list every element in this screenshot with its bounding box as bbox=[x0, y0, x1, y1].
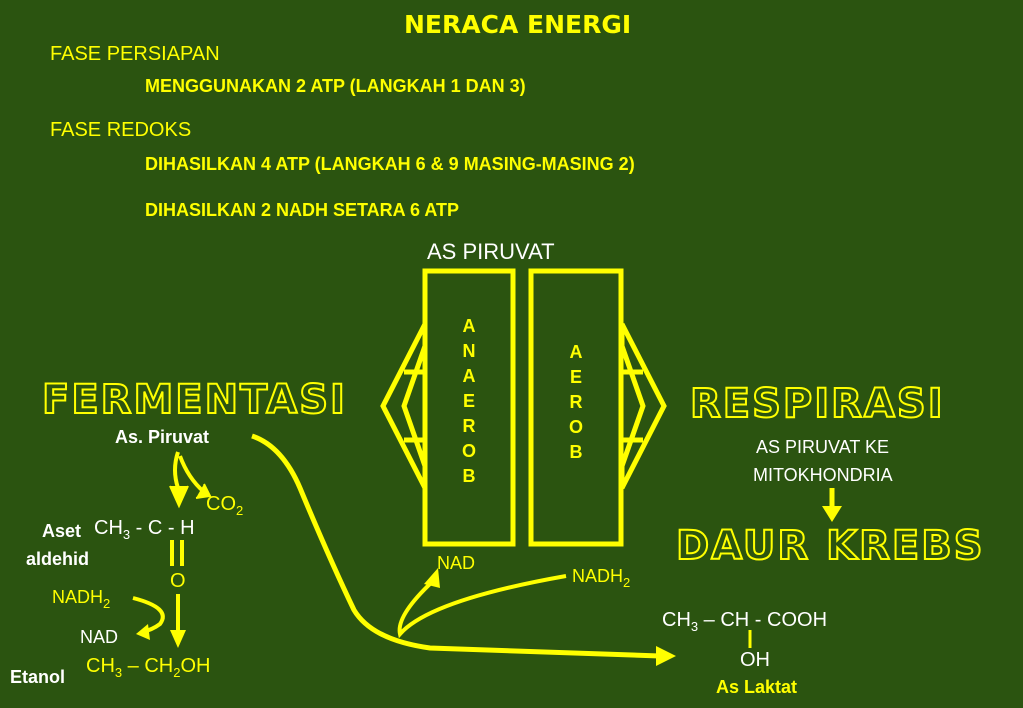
fermentasi-start: As. Piruvat bbox=[115, 427, 210, 447]
nadh2-bottom-label: NADH2 bbox=[572, 566, 631, 590]
page-title: NERACA ENERGI bbox=[404, 10, 632, 39]
nadh2-label: NADH2 bbox=[52, 587, 111, 611]
etanol-formula: CH3 – CH2OH bbox=[86, 655, 211, 680]
krebs-arrowhead bbox=[822, 506, 842, 522]
phase-persiapan: FASE PERSIAPAN bbox=[50, 43, 220, 65]
nad-loop-arrowhead bbox=[424, 568, 440, 588]
daur-krebs-heading: DAUR KREBS bbox=[675, 523, 985, 569]
phase-persiapan-detail: MENGGUNAKAN 2 ATP (LANGKAH 1 DAN 3) bbox=[145, 76, 526, 96]
phase-redoks: FASE REDOKS bbox=[50, 119, 192, 141]
respirasi-line-2: MITOKHONDRIA bbox=[753, 465, 893, 485]
phase-redoks-detail-1: DIHASILKAN 4 ATP (LANGKAH 6 & 9 MASING-M… bbox=[145, 154, 635, 174]
co2-label: CO2 bbox=[206, 493, 244, 518]
piruvat-down-arrowhead bbox=[169, 485, 189, 509]
aset-formula: CH3 - C - H bbox=[94, 517, 195, 542]
nadh-nad-loop bbox=[397, 574, 567, 639]
respirasi-line-1: AS PIRUVAT KE bbox=[756, 437, 890, 457]
nadh-nad-arrowhead bbox=[136, 624, 150, 640]
phase-redoks-detail-2: DIHASILKAN 2 NADH SETARA 6 ATP bbox=[145, 200, 460, 220]
ethanol-arrowhead bbox=[170, 630, 186, 648]
laktat-formula: CH3 – CH - COOH bbox=[662, 609, 828, 634]
laktat-name: As Laktat bbox=[716, 677, 798, 697]
piruvat-laktat-curve bbox=[251, 433, 661, 659]
aset-label-2: aldehid bbox=[26, 549, 90, 569]
oxygen-label: O bbox=[170, 570, 186, 592]
anaerob-column bbox=[422, 268, 516, 547]
piruvat-down-curve bbox=[173, 451, 180, 489]
respirasi-heading: RESPIRASI bbox=[689, 381, 945, 427]
aerob-letters: A E R O B bbox=[568, 342, 583, 462]
laktat-oh: OH bbox=[740, 649, 770, 671]
aset-label-1: Aset bbox=[42, 521, 82, 541]
nad-bottom-label: NAD bbox=[437, 553, 476, 573]
aerob-column bbox=[528, 268, 624, 547]
anaerob-letters: A N A E R O B bbox=[461, 316, 476, 486]
laktat-arrowhead bbox=[656, 646, 676, 666]
co2-arrowhead bbox=[195, 483, 212, 499]
left-arrow-inner bbox=[401, 345, 428, 467]
nad-label: NAD bbox=[80, 627, 119, 647]
right-arrow-inner bbox=[619, 345, 646, 467]
etanol-label: Etanol bbox=[10, 667, 66, 687]
fermentasi-heading: FERMENTASI bbox=[41, 377, 347, 423]
as-piruvat-label: AS PIRUVAT bbox=[427, 239, 555, 264]
